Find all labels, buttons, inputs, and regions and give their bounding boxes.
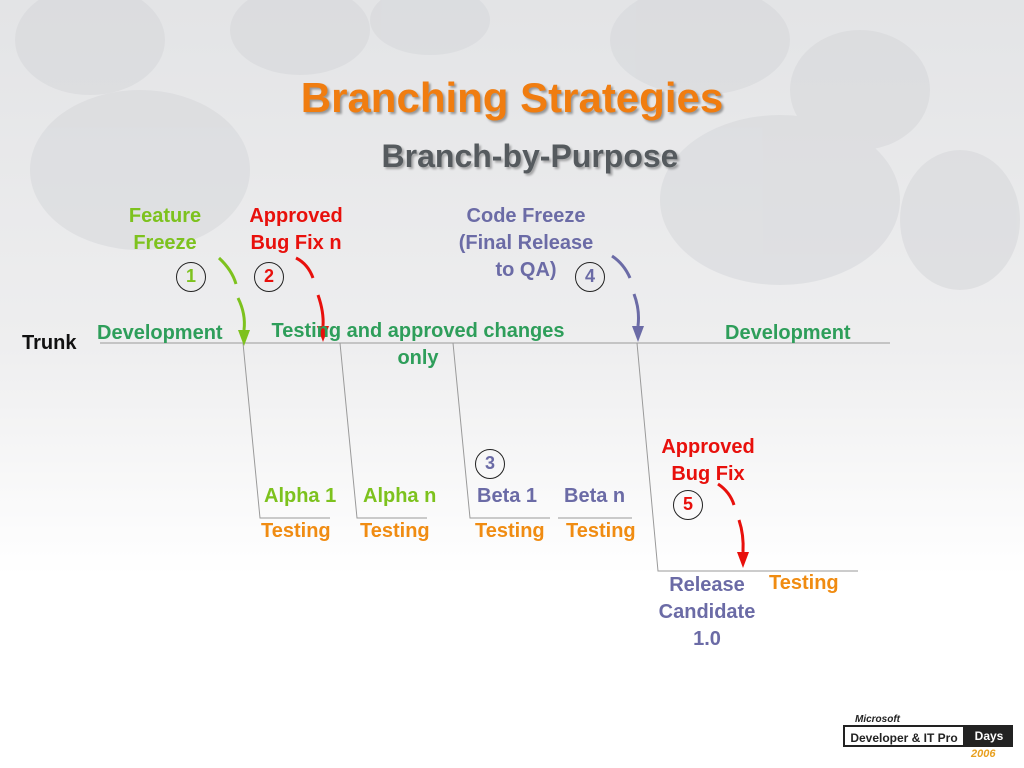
page-subtitle: Branch-by-Purpose — [381, 138, 679, 174]
label-line: only — [397, 347, 439, 369]
release-candidate-label: Release Candidate 1.0 — [647, 572, 767, 653]
event-logo: Microsoft Developer & IT Pro Days 2006 — [843, 714, 1015, 760]
testing-approved-label: Testing and approved changes only — [250, 318, 586, 372]
label-line: Candidate — [658, 601, 756, 623]
alpha1-label: Alpha 1 — [264, 485, 337, 507]
label-line: Approved — [249, 205, 343, 227]
feature-freeze-label: Feature Freeze — [115, 203, 215, 257]
betan-label: Beta n — [564, 485, 626, 507]
approved-bug-fix-n-label: Approved Bug Fix n — [236, 203, 356, 257]
beta1-label: Beta 1 — [477, 485, 538, 507]
step-1-badge: 1 — [176, 262, 206, 292]
testing-beta1: Testing — [475, 520, 545, 542]
label-line: Bug Fix n — [250, 232, 342, 254]
label-line: Feature — [128, 205, 202, 227]
step-3-badge: 3 — [475, 449, 505, 479]
alphan-label: Alpha n — [363, 485, 437, 507]
testing-release: Testing — [769, 572, 839, 594]
testing-alphan: Testing — [360, 520, 430, 542]
development-left-label: Development — [97, 322, 223, 344]
logo-event-name: Developer & IT Pro — [843, 725, 965, 747]
arrow-feature-freeze — [217, 256, 246, 331]
arrowhead-purple — [632, 326, 644, 342]
label-line: 1.0 — [693, 628, 721, 650]
step-4-badge: 4 — [575, 262, 605, 292]
development-right-label: Development — [725, 322, 851, 344]
arrow-approved-bug-fix-n — [295, 256, 325, 327]
arrow-approved-bug-fix — [717, 482, 745, 553]
step-5-badge: 5 — [673, 490, 703, 520]
trunk-label: Trunk — [22, 332, 77, 354]
arrowhead-red-5 — [737, 552, 749, 568]
label-line: (Final Release — [458, 232, 594, 254]
label-line: Code Freeze — [466, 205, 586, 227]
step-2-badge: 2 — [254, 262, 284, 292]
label-line: Bug Fix — [671, 463, 745, 485]
logo-days: Days — [965, 725, 1013, 747]
testing-alpha1: Testing — [261, 520, 331, 542]
label-line: to QA) — [495, 259, 557, 281]
approved-bug-fix-label: Approved Bug Fix — [648, 434, 768, 488]
label-line: Release — [669, 574, 745, 596]
label-line: Testing and approved changes — [271, 320, 565, 342]
page-title: Branching Strategies — [300, 74, 724, 121]
microsoft-logo-text: Microsoft — [855, 714, 900, 725]
label-line: Freeze — [133, 232, 197, 254]
label-line: Approved — [661, 436, 755, 458]
logo-year: 2006 — [971, 748, 996, 760]
arrowhead-green — [238, 330, 250, 346]
code-freeze-label: Code Freeze (Final Release to QA) — [436, 203, 616, 284]
testing-betan: Testing — [566, 520, 636, 542]
